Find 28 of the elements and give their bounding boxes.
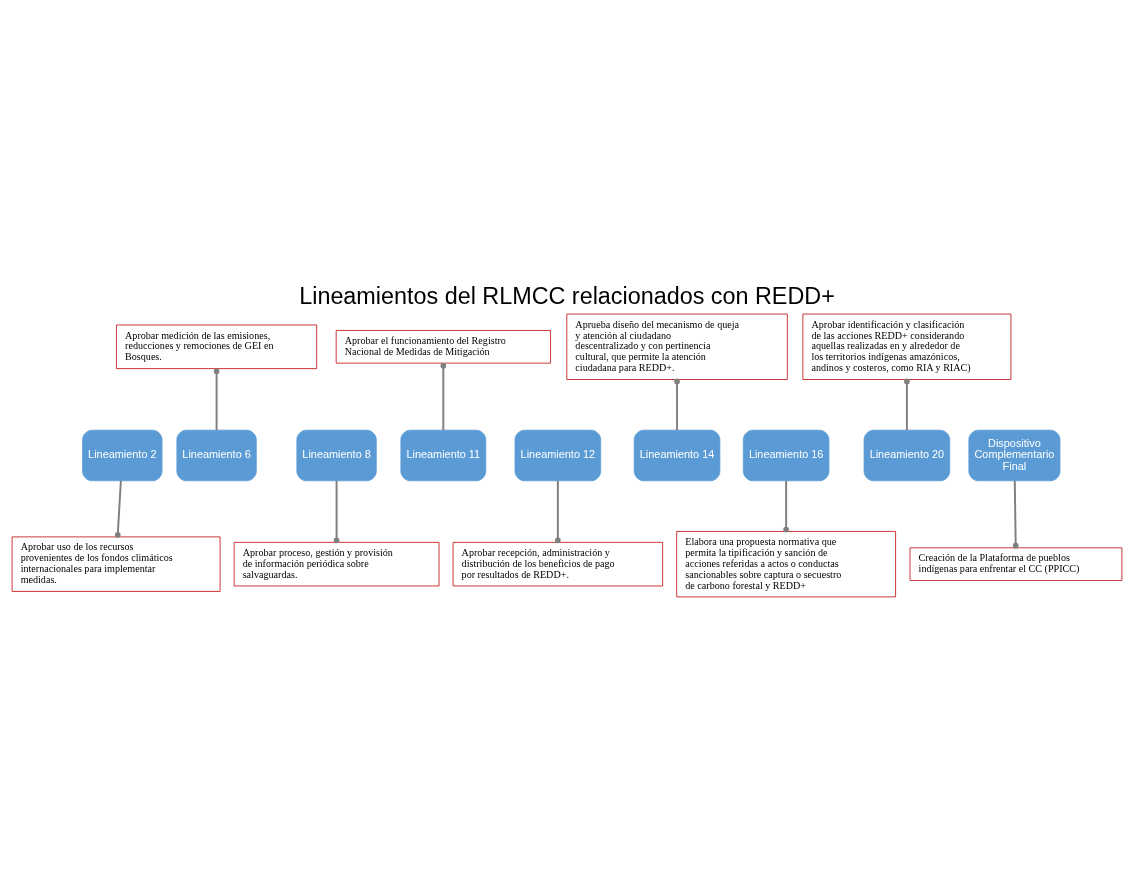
node-box: Lineamiento 14 <box>633 429 721 481</box>
connector <box>1012 479 1019 549</box>
node-box: Lineamiento 20 <box>863 429 951 481</box>
node-box: Aprobar el funcionamiento del Registro Nacional de Medidas de Mitigación <box>335 329 551 364</box>
node-box: Aprobar identificación y clasificación de las acciones REDD+ considerando aquellas realizadas en y alrededor de los territorios indígenas amazónicos, andinos y costeros, como RIA y RIAC) <box>802 313 1012 380</box>
connector <box>904 378 910 431</box>
connector <box>333 479 340 543</box>
node-box: Creación de la Plataforma de pueblos indígenas para enfrentar el CC (PPICC) <box>909 546 1123 581</box>
connector <box>114 479 122 538</box>
node-box: Aprobar recepción, administración y distribución de los beneficios de pago por resultados de REDD+. <box>452 541 664 586</box>
node-box: Dispositivo Complementario Final <box>968 429 1061 481</box>
node-box: Lineamiento 16 <box>742 429 830 481</box>
node-box: Aprobar proceso, gestión y provisión de información periódica sobre salvaguardas. <box>233 541 440 586</box>
diagram-title: Lineamientos del RLMCC relacionados con REDD+ <box>299 282 835 309</box>
connector <box>440 362 447 431</box>
connector <box>783 479 789 532</box>
node-box: Lineamiento 12 <box>514 429 602 481</box>
connector <box>555 479 561 543</box>
connector <box>213 367 220 431</box>
node-box: Aprueba diseño del mecanismo de queja y atención al ciudadano descentralizado y con pertinencia cultural, que permite la atención ciudadana para REDD+. <box>566 313 788 380</box>
node-box: Lineamiento 6 <box>176 429 257 481</box>
node-box: Aprobar uso de los recursos provenientes de los fondos climáticos internacionales para implementar medidas. <box>11 536 221 592</box>
connector <box>674 378 680 431</box>
node-box: Aprobar medición de las emisiones, reducciones y remociones de GEI en Bosques. <box>116 324 318 369</box>
node-box: Lineamiento 8 <box>296 429 377 481</box>
node-box: Elabora una propuesta normativa que permita la tipificación y sanción de acciones referidas a actos o conductas sancionables sobre captura o secuestro de carbono forestal y REDD+ <box>676 530 896 597</box>
node-box: Lineamiento 2 <box>82 429 163 481</box>
node-box: Lineamiento 11 <box>400 429 487 481</box>
